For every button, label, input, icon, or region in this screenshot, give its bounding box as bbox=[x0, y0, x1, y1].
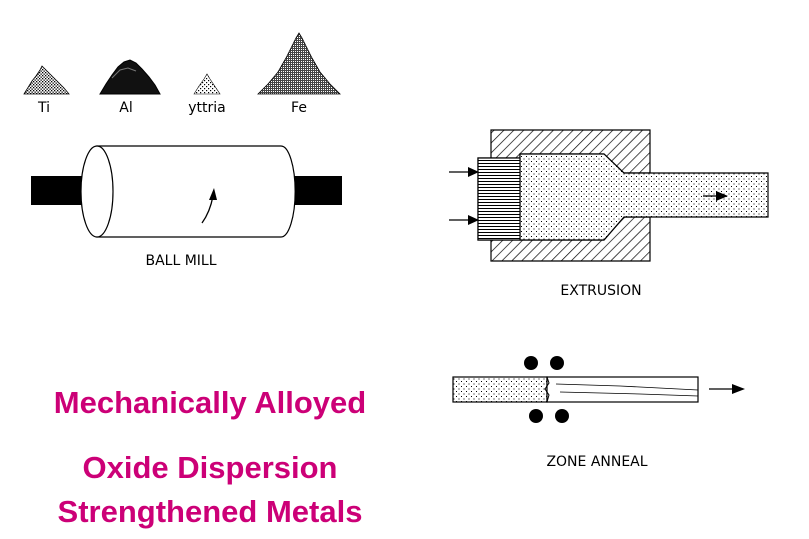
powder-label-fe: Fe bbox=[291, 100, 307, 116]
zone-anneal: ZONE ANNEAL bbox=[452, 356, 745, 470]
ball-mill-end-cap bbox=[80, 145, 114, 238]
zone-anneal-label: ZONE ANNEAL bbox=[546, 454, 647, 470]
heater-icon bbox=[524, 356, 538, 370]
extrusion-billet bbox=[519, 153, 769, 241]
direction-arrow-icon bbox=[732, 384, 745, 394]
extrusion-ram bbox=[477, 157, 521, 241]
output-arrow-icon bbox=[716, 191, 728, 201]
extrusion-label: EXTRUSION bbox=[560, 283, 641, 299]
powder-yttria: yttria bbox=[188, 73, 226, 116]
title-line-3: Strengthened Metals bbox=[57, 494, 363, 529]
push-arrow-icon bbox=[468, 167, 479, 177]
powder-label-al: Al bbox=[119, 100, 132, 116]
powder-ti: Ti bbox=[23, 65, 70, 116]
powder-label-yttria: yttria bbox=[188, 100, 226, 116]
powder-al: Al bbox=[99, 59, 161, 116]
powder-fe: Fe bbox=[257, 32, 341, 116]
title-line-2: Oxide Dispersion bbox=[82, 450, 338, 485]
title-line-1: Mechanically Alloyed bbox=[53, 385, 367, 420]
ball-mill: BALL MILL bbox=[31, 145, 342, 269]
extrusion: EXTRUSION bbox=[449, 129, 769, 299]
push-arrow-icon bbox=[468, 215, 479, 225]
heater-icon bbox=[555, 409, 569, 423]
ball-mill-right-shaft bbox=[288, 176, 342, 205]
anneal-bar-stippled bbox=[452, 376, 548, 403]
ball-mill-drum bbox=[96, 145, 296, 238]
powder-label-ti: Ti bbox=[37, 100, 50, 116]
anneal-bar-clear bbox=[546, 376, 699, 403]
heater-icon bbox=[529, 409, 543, 423]
heater-icon bbox=[550, 356, 564, 370]
ball-mill-label: BALL MILL bbox=[145, 253, 216, 269]
